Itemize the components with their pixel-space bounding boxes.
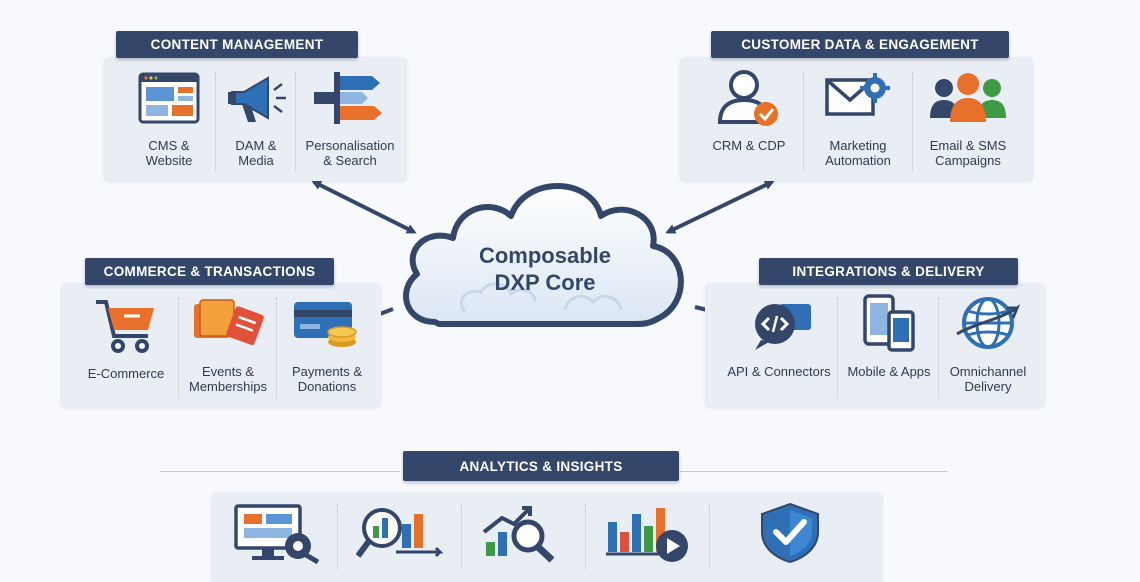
signpost-icon: [314, 72, 382, 124]
mobile-apps-label: Mobile & Apps: [847, 364, 931, 379]
divider: [178, 298, 179, 398]
megaphone-icon: [228, 76, 286, 122]
divider: [837, 298, 838, 398]
shield-check-icon[interactable]: [758, 502, 822, 564]
mobile-apps-item[interactable]: Mobile & Apps: [840, 294, 938, 379]
email-sms-item[interactable]: Email & SMS Campaigns: [918, 70, 1018, 168]
api-code-icon: [755, 304, 811, 350]
payments-donations-item[interactable]: Payments & Donations: [280, 298, 374, 394]
events-memberships-item[interactable]: Events & Memberships: [180, 298, 276, 394]
divider: [461, 504, 462, 570]
crm-cdp-label: CRM & CDP: [712, 138, 786, 153]
cms-website-item[interactable]: CMS & Website: [122, 72, 216, 168]
personalisation-search-label: Personalisation & Search: [305, 138, 395, 168]
dam-media-item[interactable]: DAM & Media: [217, 72, 295, 168]
divider: [912, 72, 913, 172]
chart-play-icon[interactable]: [604, 504, 694, 564]
personalisation-search-item[interactable]: Personalisation & Search: [298, 70, 402, 168]
divider: [803, 72, 804, 172]
globe-icon: [956, 297, 1021, 349]
analytics-title: ANALYTICS & INSIGHTS: [403, 451, 679, 481]
divider: [585, 504, 586, 570]
arrow-content-core: [311, 180, 417, 234]
divider: [709, 504, 710, 570]
cms-website-label: CMS & Website: [145, 138, 193, 168]
api-connectors-item[interactable]: API & Connectors: [724, 296, 834, 379]
trend-search-icon[interactable]: [480, 502, 570, 564]
group-icon: [930, 73, 1006, 122]
divider: [295, 72, 296, 172]
marketing-automation-item[interactable]: Marketing Automation: [808, 70, 908, 168]
cloud-icon: [403, 183, 684, 327]
divider: [276, 298, 277, 398]
marketing-automation-label: Marketing Automation: [825, 138, 891, 168]
divider: [215, 72, 216, 172]
ecommerce-item[interactable]: E-Commerce: [80, 296, 172, 381]
content-management-title: CONTENT MANAGEMENT: [116, 31, 358, 58]
magnifier-chart-icon[interactable]: [356, 504, 446, 564]
divider: [680, 471, 948, 472]
envelope-gear-icon: [825, 73, 890, 116]
ecommerce-label: E-Commerce: [87, 366, 165, 381]
arrow-customer-core: [665, 180, 775, 234]
divider: [938, 298, 939, 398]
cart-icon: [96, 300, 154, 353]
integrations-title: INTEGRATIONS & DELIVERY: [759, 258, 1018, 285]
dam-media-label: DAM & Media: [235, 138, 277, 168]
commerce-title: COMMERCE & TRANSACTIONS: [85, 258, 334, 285]
omnichannel-item[interactable]: Omnichannel Delivery: [940, 294, 1036, 394]
api-connectors-label: API & Connectors: [727, 364, 831, 379]
email-sms-label: Email & SMS Campaigns: [929, 138, 1007, 168]
tickets-icon: [194, 299, 264, 345]
events-memberships-label: Events & Memberships: [188, 364, 268, 394]
core-cloud: Composable DXP Core: [395, 172, 695, 342]
omnichannel-label: Omnichannel Delivery: [949, 364, 1027, 394]
divider: [160, 471, 400, 472]
website-icon: [138, 72, 200, 124]
dashboard-gear-icon[interactable]: [234, 504, 324, 564]
mobile-devices-icon: [863, 294, 915, 352]
crm-cdp-item[interactable]: CRM & CDP: [700, 68, 798, 153]
payments-donations-label: Payments & Donations: [291, 364, 363, 394]
user-check-icon: [717, 70, 778, 126]
customer-data-title: CUSTOMER DATA & ENGAGEMENT: [711, 31, 1009, 58]
divider: [337, 504, 338, 570]
core-label: Composable DXP Core: [478, 243, 612, 295]
card-coins-icon: [294, 302, 357, 347]
